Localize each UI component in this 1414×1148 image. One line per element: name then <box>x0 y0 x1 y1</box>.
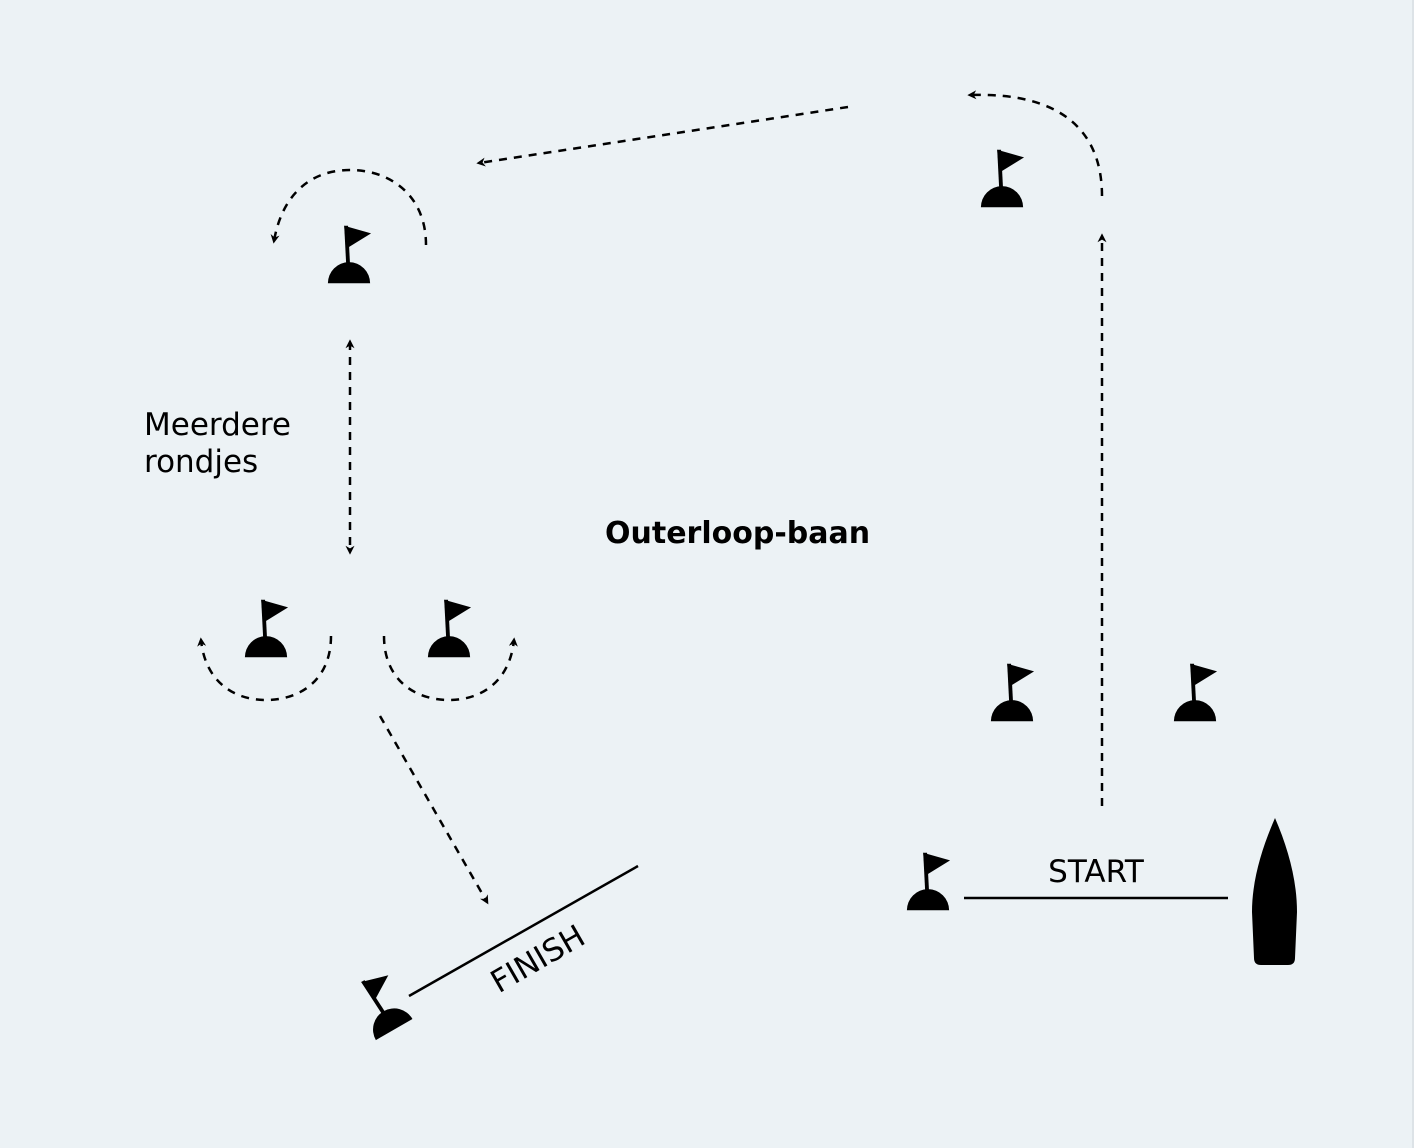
start-buoy-icon <box>906 852 951 911</box>
buoy-flag-icon <box>244 599 289 658</box>
gate-right-rounding-arrow <box>382 635 518 702</box>
finish-label: FINISH <box>485 918 592 1000</box>
finish-buoy-icon <box>347 968 414 1041</box>
gybe-mark-rounding-arrow <box>270 168 428 246</box>
buoy-flag-icon <box>427 599 472 658</box>
buoy-flag-icon <box>990 663 1035 722</box>
buoy-flag-icon <box>980 149 1025 208</box>
laps-note-line2: rondjes <box>144 444 258 480</box>
committee-boat-icon <box>1252 818 1297 965</box>
reach-leg-arrow <box>476 105 849 167</box>
buoy-flag-icon <box>1173 663 1218 722</box>
laps-note-line1: Meerdere <box>144 407 291 443</box>
diagram-title: Outerloop-baan <box>605 516 870 551</box>
finish-line <box>408 864 639 998</box>
windward-rounding-arrow <box>967 90 1104 197</box>
buoy-flag-icon <box>327 225 372 284</box>
gate-left-rounding-arrow <box>197 635 333 702</box>
start-label: START <box>1048 854 1145 890</box>
right-edge-divider <box>1412 0 1414 1148</box>
finish-leg-arrow <box>378 715 489 905</box>
